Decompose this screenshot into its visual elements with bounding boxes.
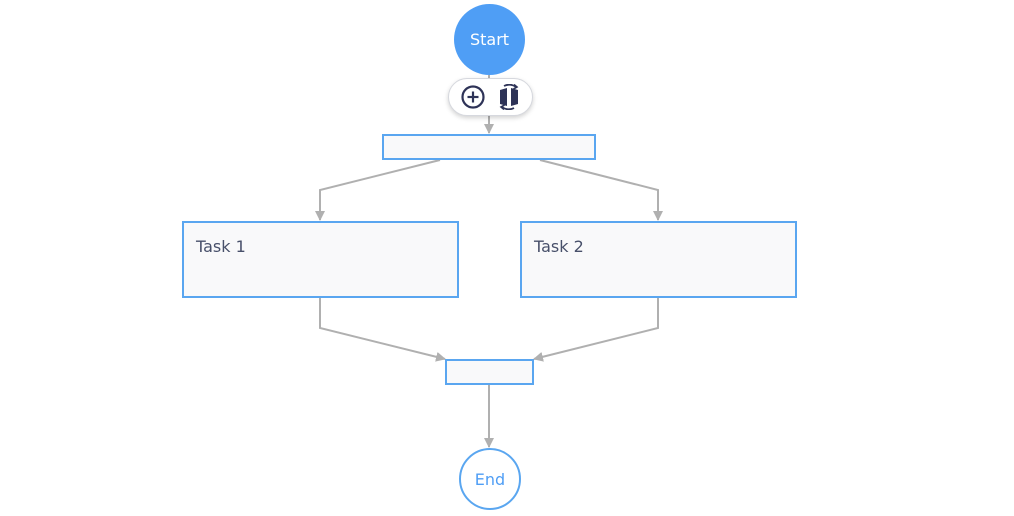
edge-split-to-task-1	[315, 159, 441, 221]
task-node-1-label: Task 1	[196, 237, 246, 256]
switch-parallel-button[interactable]	[495, 83, 523, 111]
task-node-2-label: Task 2	[534, 237, 584, 256]
end-node[interactable]: End	[459, 448, 521, 510]
end-node-label: End	[474, 469, 506, 489]
edge-split-to-task-2	[539, 159, 663, 221]
task-node-1[interactable]: Task 1	[182, 221, 459, 298]
edge-task-1-to-join	[319, 298, 446, 362]
add-circle-icon	[460, 85, 485, 109]
start-node-label: Start	[469, 30, 510, 49]
edge-task-2-to-join	[533, 298, 659, 362]
switch-parallel-icon	[499, 84, 518, 110]
parallel-split-gateway[interactable]	[382, 134, 596, 160]
task-node-2[interactable]: Task 2	[520, 221, 797, 298]
add-node-button[interactable]	[459, 83, 487, 111]
start-node[interactable]: Start	[454, 4, 525, 75]
node-toolbar	[448, 78, 533, 116]
parallel-join-gateway[interactable]	[445, 359, 534, 385]
